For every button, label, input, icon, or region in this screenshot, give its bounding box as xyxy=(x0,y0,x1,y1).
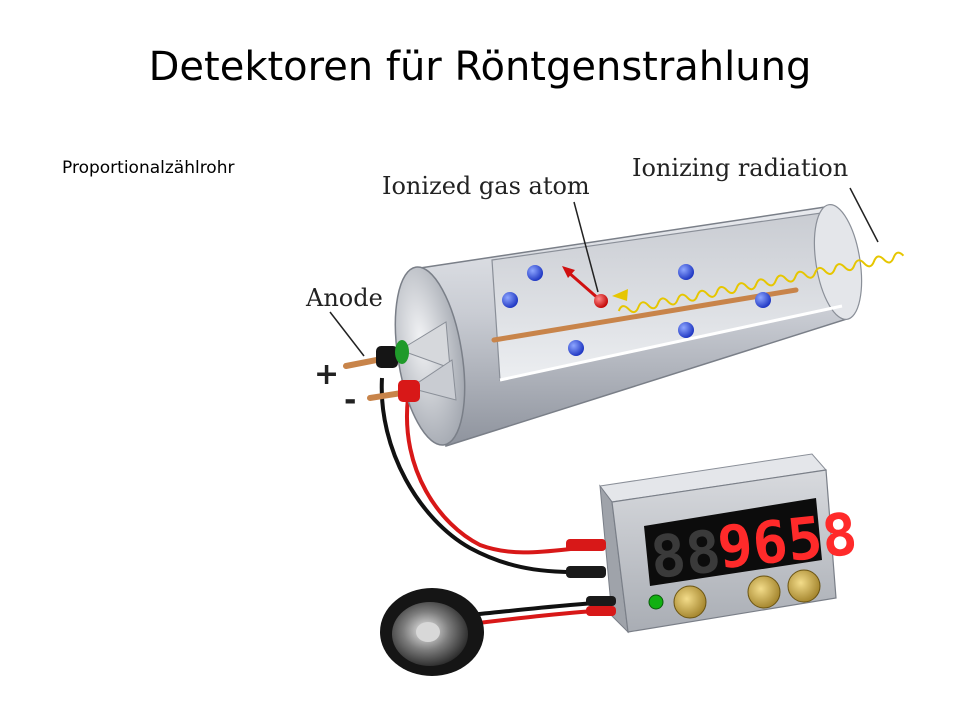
display-unlit-digits: 88 xyxy=(647,517,724,592)
black-wire-to-counter xyxy=(379,377,607,575)
gas-atom xyxy=(678,322,694,338)
label-ionized-gas-atom: Ionized gas atom xyxy=(382,172,590,200)
diagram-caption: Proportionalzählrohr xyxy=(62,158,235,178)
sign-plus: + xyxy=(314,357,339,392)
sign-minus: - xyxy=(344,383,356,418)
power-led xyxy=(648,594,664,610)
green-insulator-ring xyxy=(395,340,409,364)
control-knob xyxy=(787,569,821,603)
pointer-ionizing-radiation xyxy=(849,187,879,243)
tube-rear-opening xyxy=(813,204,863,320)
counter-tube xyxy=(394,204,863,447)
speaker xyxy=(380,588,484,676)
red-plug-speaker xyxy=(586,606,616,616)
speaker-dust-cap xyxy=(416,622,440,642)
red-plug-counter xyxy=(566,539,606,551)
radiation-arrowhead xyxy=(612,289,628,301)
front-cone-upper xyxy=(398,321,451,369)
ion-track xyxy=(567,270,601,302)
display-count: 9658 xyxy=(714,500,860,582)
gas-atoms xyxy=(502,264,771,356)
gas-atom xyxy=(678,264,694,280)
pointer-ionized-gas-atom xyxy=(573,201,599,293)
black-plug-speaker xyxy=(586,596,616,606)
front-cone-lower xyxy=(408,359,457,401)
anode-wire xyxy=(491,287,799,343)
gas-atom xyxy=(568,340,584,356)
ionizing-radiation-wave xyxy=(617,251,905,314)
pointer-anode xyxy=(329,311,365,357)
counter-unit: 88 9658 xyxy=(566,453,860,634)
black-plug-counter xyxy=(566,566,606,578)
red-wire-to-counter xyxy=(405,397,607,555)
cutaway-shelf xyxy=(499,304,843,382)
gas-atom xyxy=(755,292,771,308)
ionized-gas-atom xyxy=(594,294,608,308)
ion-track-arrowhead xyxy=(562,266,575,278)
gas-atom xyxy=(527,265,543,281)
slide-title: Detektoren für Röntgenstrahlung xyxy=(148,44,812,90)
label-anode: Anode xyxy=(305,284,383,312)
anode-assembly xyxy=(343,287,799,402)
gas-atom xyxy=(502,292,518,308)
black-clip xyxy=(376,346,398,368)
control-knob xyxy=(673,585,707,619)
counter-display xyxy=(644,498,822,586)
label-ionizing-radiation: Ionizing radiation xyxy=(632,154,848,182)
red-clip xyxy=(398,380,420,402)
control-knob xyxy=(747,575,781,609)
